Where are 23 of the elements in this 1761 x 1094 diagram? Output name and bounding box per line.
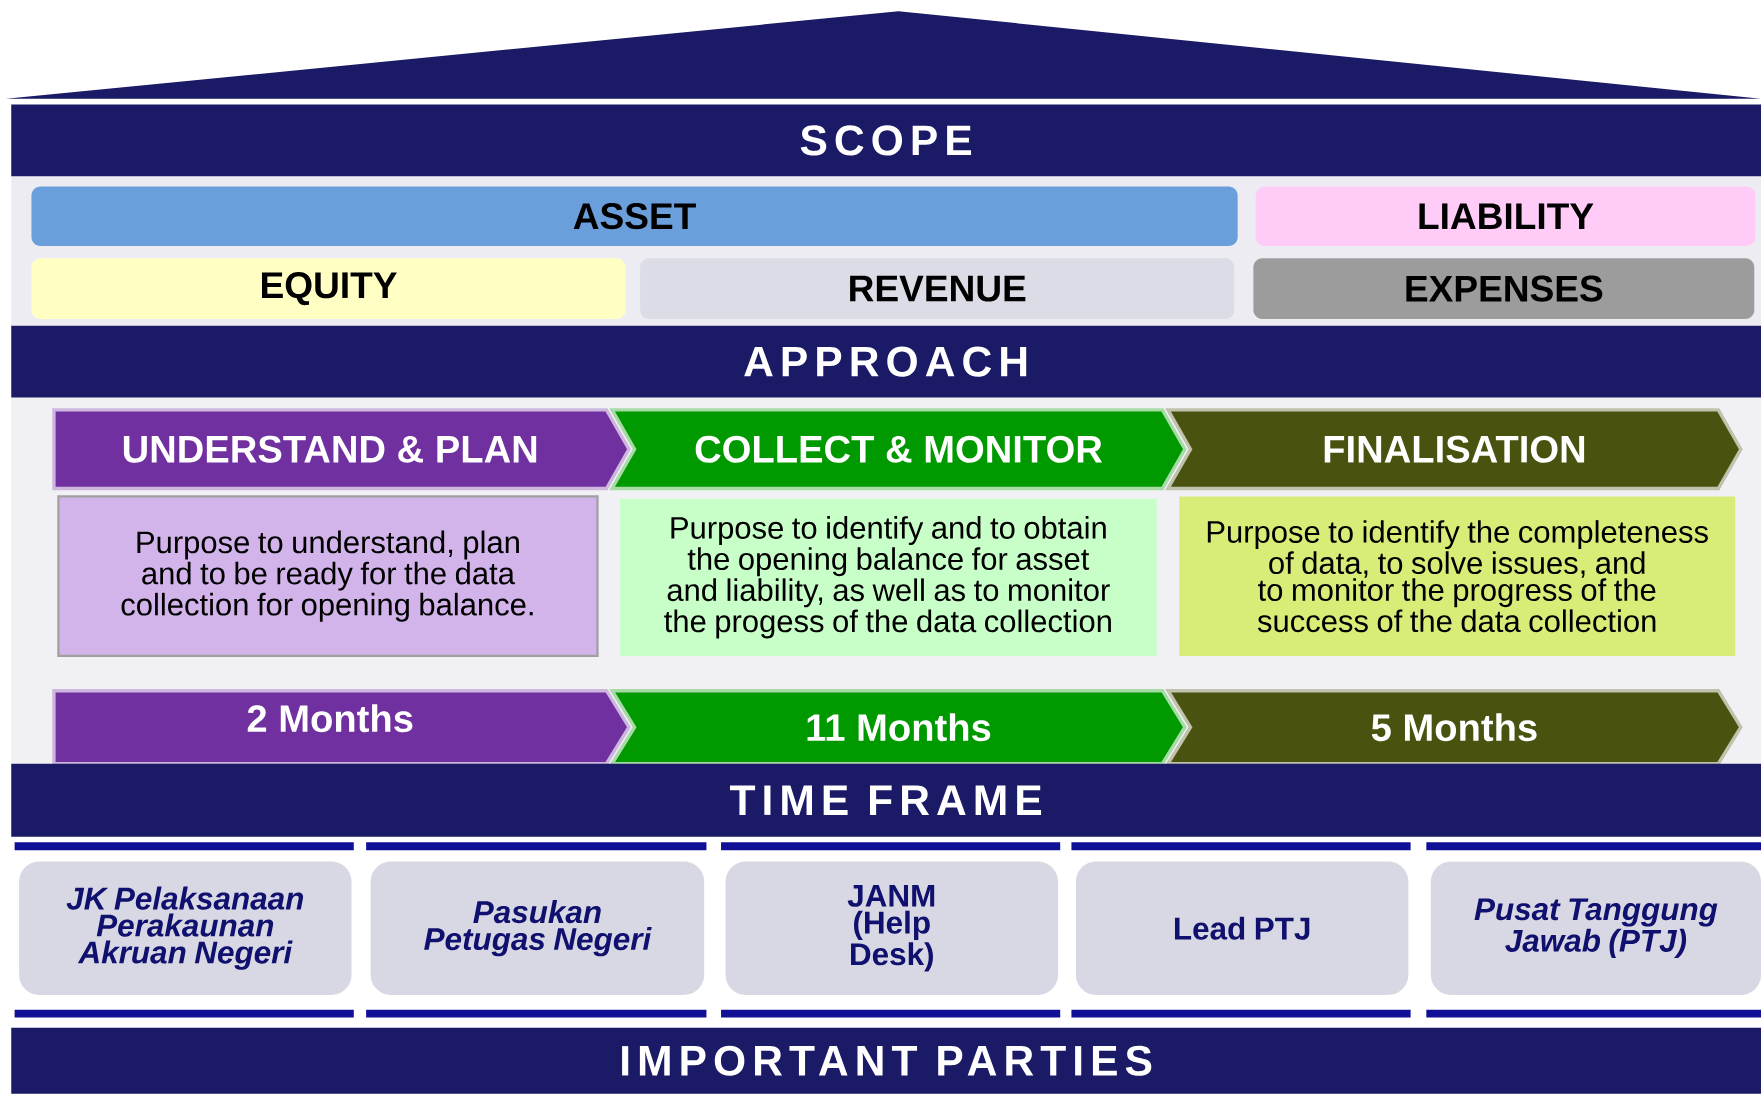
section-band: IMPORTANT PARTIES [11, 1027, 1761, 1094]
phase-banner: COLLECT & MONITOR [609, 408, 1187, 491]
phase-banner: UNDERSTAND & PLAN [52, 408, 631, 491]
description-box: Purpose to identify the completeness of data, to solve issues, and to monitor the progress of the success of the data collection [1179, 496, 1736, 656]
party-box: JK Pelaksanaan Perakaunan Akruan Negeri [19, 861, 352, 996]
category-box: LIABILITY [1255, 186, 1756, 246]
party-box: Pusat Tanggung Jawab (PTJ) [1430, 861, 1761, 996]
party-box: JANM (Help Desk) [725, 861, 1058, 996]
party-box: Pasukan Petugas Negeri [370, 861, 705, 996]
section-band: TIME FRAME [11, 763, 1761, 837]
duration-banner: 5 Months [1165, 689, 1743, 766]
duration-banner: 2 Months [52, 689, 631, 766]
description-box: Purpose to identify and to obtain the opening balance for asset and liability, as well as to monitor the progess of the data collection [619, 498, 1157, 656]
category-box: ASSET [31, 186, 1238, 246]
duration-banner: 11 Months [609, 689, 1187, 766]
section-band: SCOPE [11, 104, 1761, 177]
section-band: APPROACH [11, 325, 1761, 398]
category-box: EXPENSES [1253, 258, 1755, 319]
phase-banner: FINALISATION [1165, 408, 1743, 491]
category-box: REVENUE [640, 258, 1235, 319]
category-box: EQUITY [31, 258, 626, 319]
party-box: Lead PTJ [1075, 861, 1409, 996]
description-box: Purpose to understand, plan and to be ready for the data collection for opening balance. [57, 495, 599, 658]
